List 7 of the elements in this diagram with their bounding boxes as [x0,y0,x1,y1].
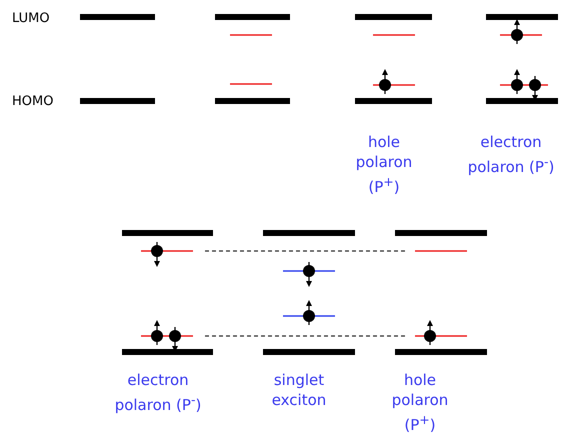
state-label: electron polaron (P$^{-}$) [466,132,556,177]
state-label: singlet exciton [270,370,328,410]
level-label: LUMO [12,11,50,27]
state-label: hole polaron (P$^{+}$) [390,370,450,435]
state-label: electron polaron (P$^{-}$) [114,370,202,415]
level-label: HOMO [12,94,54,110]
state-label: hole polaron (P$^{+}$) [354,132,414,197]
